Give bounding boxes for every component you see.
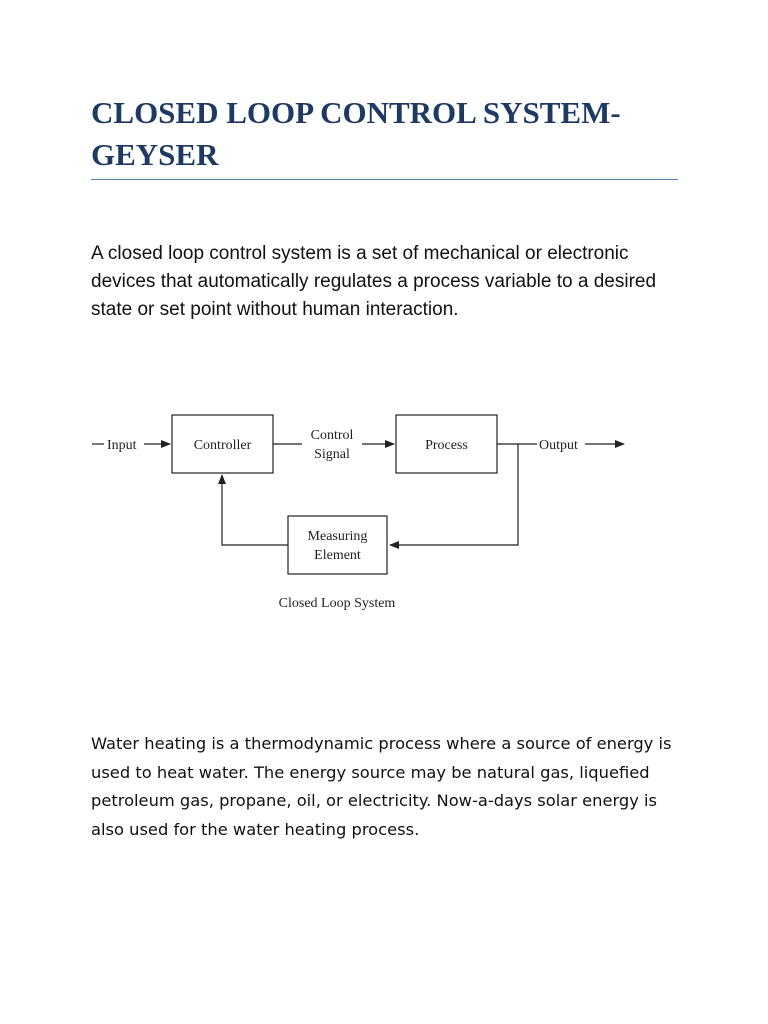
page-title: CLOSED LOOP CONTROL SYSTEM-GEYSER [91,95,621,172]
feedback-path-down [389,444,519,549]
measuring-label-line2: Element [314,548,361,563]
input-label: Input [107,438,137,453]
controller-label: Controller [194,438,252,453]
process-label: Process [425,438,468,453]
control-signal-label-line1: Control [311,428,354,443]
closed-loop-diagram: Input Controller Control Signal Process … [92,414,625,611]
measuring-element-box [287,515,388,575]
diagram-caption: Closed Loop System [279,596,396,611]
title-divider [91,179,678,180]
body-paragraph: Water heating is a thermodynamic process… [91,734,672,839]
measuring-label-line1: Measuring [308,529,368,544]
output-label: Output [539,438,578,453]
intro-paragraph: A closed loop control system is a set of… [91,243,657,320]
control-signal-label-line2: Signal [314,447,350,462]
feedback-path-up [218,474,288,546]
